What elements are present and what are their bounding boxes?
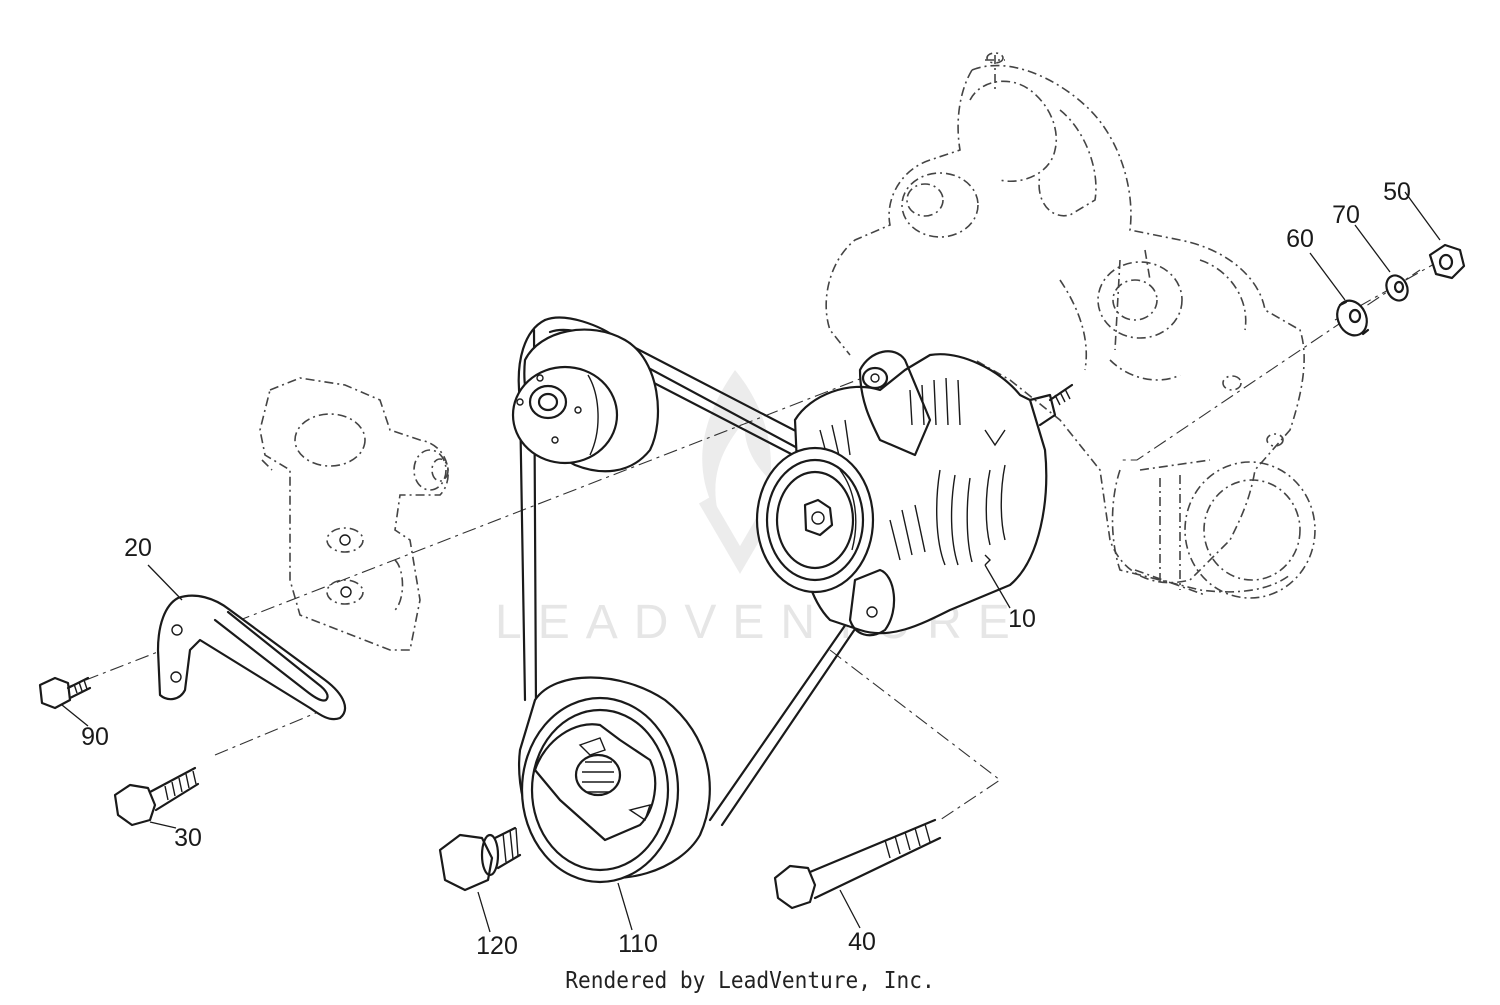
callout-120: 120 (476, 932, 518, 960)
footer-credit: Rendered by LeadVenture, Inc. (565, 968, 935, 994)
callout-20: 20 (124, 534, 152, 562)
callout-40: 40 (848, 928, 876, 956)
callout-30: 30 (174, 824, 202, 852)
water-pump-pulley (511, 328, 660, 473)
adjusting-bracket (156, 594, 347, 721)
crankshaft-pulley (518, 676, 711, 884)
water-flange-phantom (259, 377, 449, 651)
bolt-40 (773, 818, 942, 910)
spring-washer-70 (1385, 274, 1409, 302)
nut-50 (1428, 243, 1466, 280)
callout-50: 50 (1383, 178, 1411, 206)
leader-lines (61, 191, 1441, 933)
callout-110: 110 (618, 930, 658, 958)
alternator (755, 350, 1074, 637)
oil-filter-phantom (1111, 459, 1316, 599)
engine-block-phantom (825, 52, 1305, 584)
bolt-30 (113, 766, 200, 827)
alignment-lines (59, 254, 1451, 821)
washer-60 (1336, 299, 1370, 337)
callout-60: 60 (1286, 225, 1314, 253)
callout-90: 90 (81, 723, 109, 751)
callouts: 10 20 30 40 50 60 70 90 110 120 (81, 178, 1411, 960)
callout-10: 10 (1008, 605, 1036, 633)
callout-70: 70 (1332, 201, 1360, 229)
bolt-120 (438, 826, 522, 892)
bolt-90 (38, 676, 92, 710)
